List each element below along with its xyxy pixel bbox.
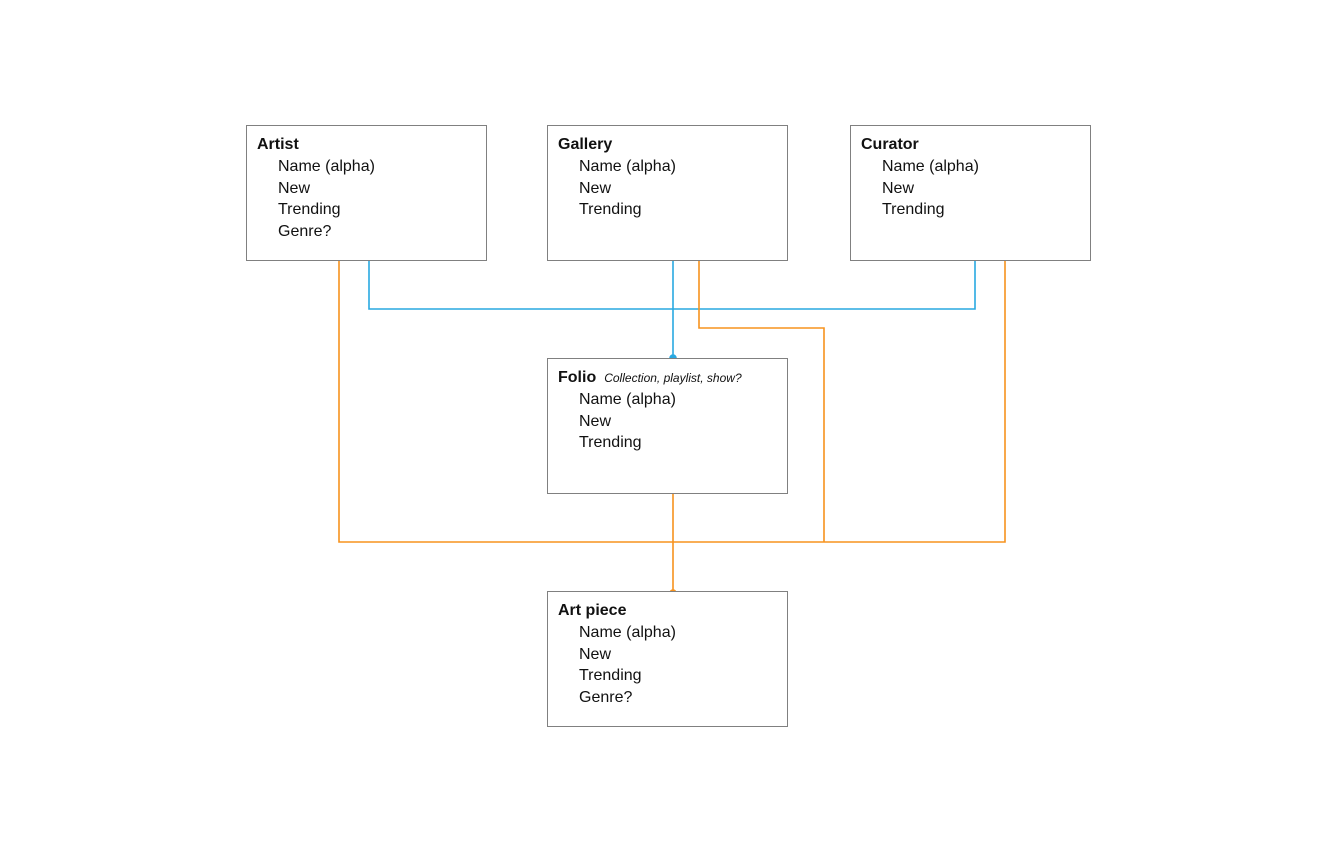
curator-option-new: New [882,179,915,197]
art-piece-option-genre: Genre? [579,688,633,706]
art-piece-title: Art piece [558,602,627,619]
curator-sort-options: Name (alpha) New Trending [861,156,1080,221]
gallery-box: Gallery Name (alpha) New Trending [547,125,788,261]
curator-title: Curator [861,136,919,153]
gallery-option-new: New [579,179,612,197]
folio-subtitle: Collection, playlist, show? [604,371,742,385]
folio-option-trending: Trending [579,434,642,451]
artist-box: Artist Name (alpha) New Trending Genre? [246,125,487,261]
artist-sort-options: Name (alpha) New Trending Genre? [257,156,476,242]
art-piece-sort-options: Name (alpha) New Trending Genre? [558,622,777,708]
gallery-title: Gallery [558,136,613,153]
art-piece-option-new: New [579,645,612,663]
art-piece-option-name: Name (alpha) [579,624,676,641]
artist-option-genre: Genre? [278,222,332,240]
curator-option-trending: Trending [882,201,945,218]
artist-option-trending: Trending [278,201,341,218]
folio-box: Folio Collection, playlist, show? Name (a… [547,358,788,494]
curator-box: Curator Name (alpha) New Trending [850,125,1091,261]
art-piece-option-trending: Trending [579,667,642,684]
artist-title: Artist [257,136,299,153]
folio-option-new: New [579,412,612,430]
artist-option-name: Name (alpha) [278,158,375,175]
gallery-option-trending: Trending [579,201,642,218]
folio-option-name: Name (alpha) [579,391,676,408]
folio-sort-options: Name (alpha) New Trending [558,389,777,454]
gallery-sort-options: Name (alpha) New Trending [558,156,777,221]
folio-title: Folio [558,369,597,386]
connector-folio-to-artist-curator [368,253,976,310]
gallery-option-name: Name (alpha) [579,158,676,175]
curator-option-name: Name (alpha) [882,158,979,175]
art-piece-box: Art piece Name (alpha) New Trending Genr… [547,591,788,727]
artist-option-new: New [278,179,311,197]
